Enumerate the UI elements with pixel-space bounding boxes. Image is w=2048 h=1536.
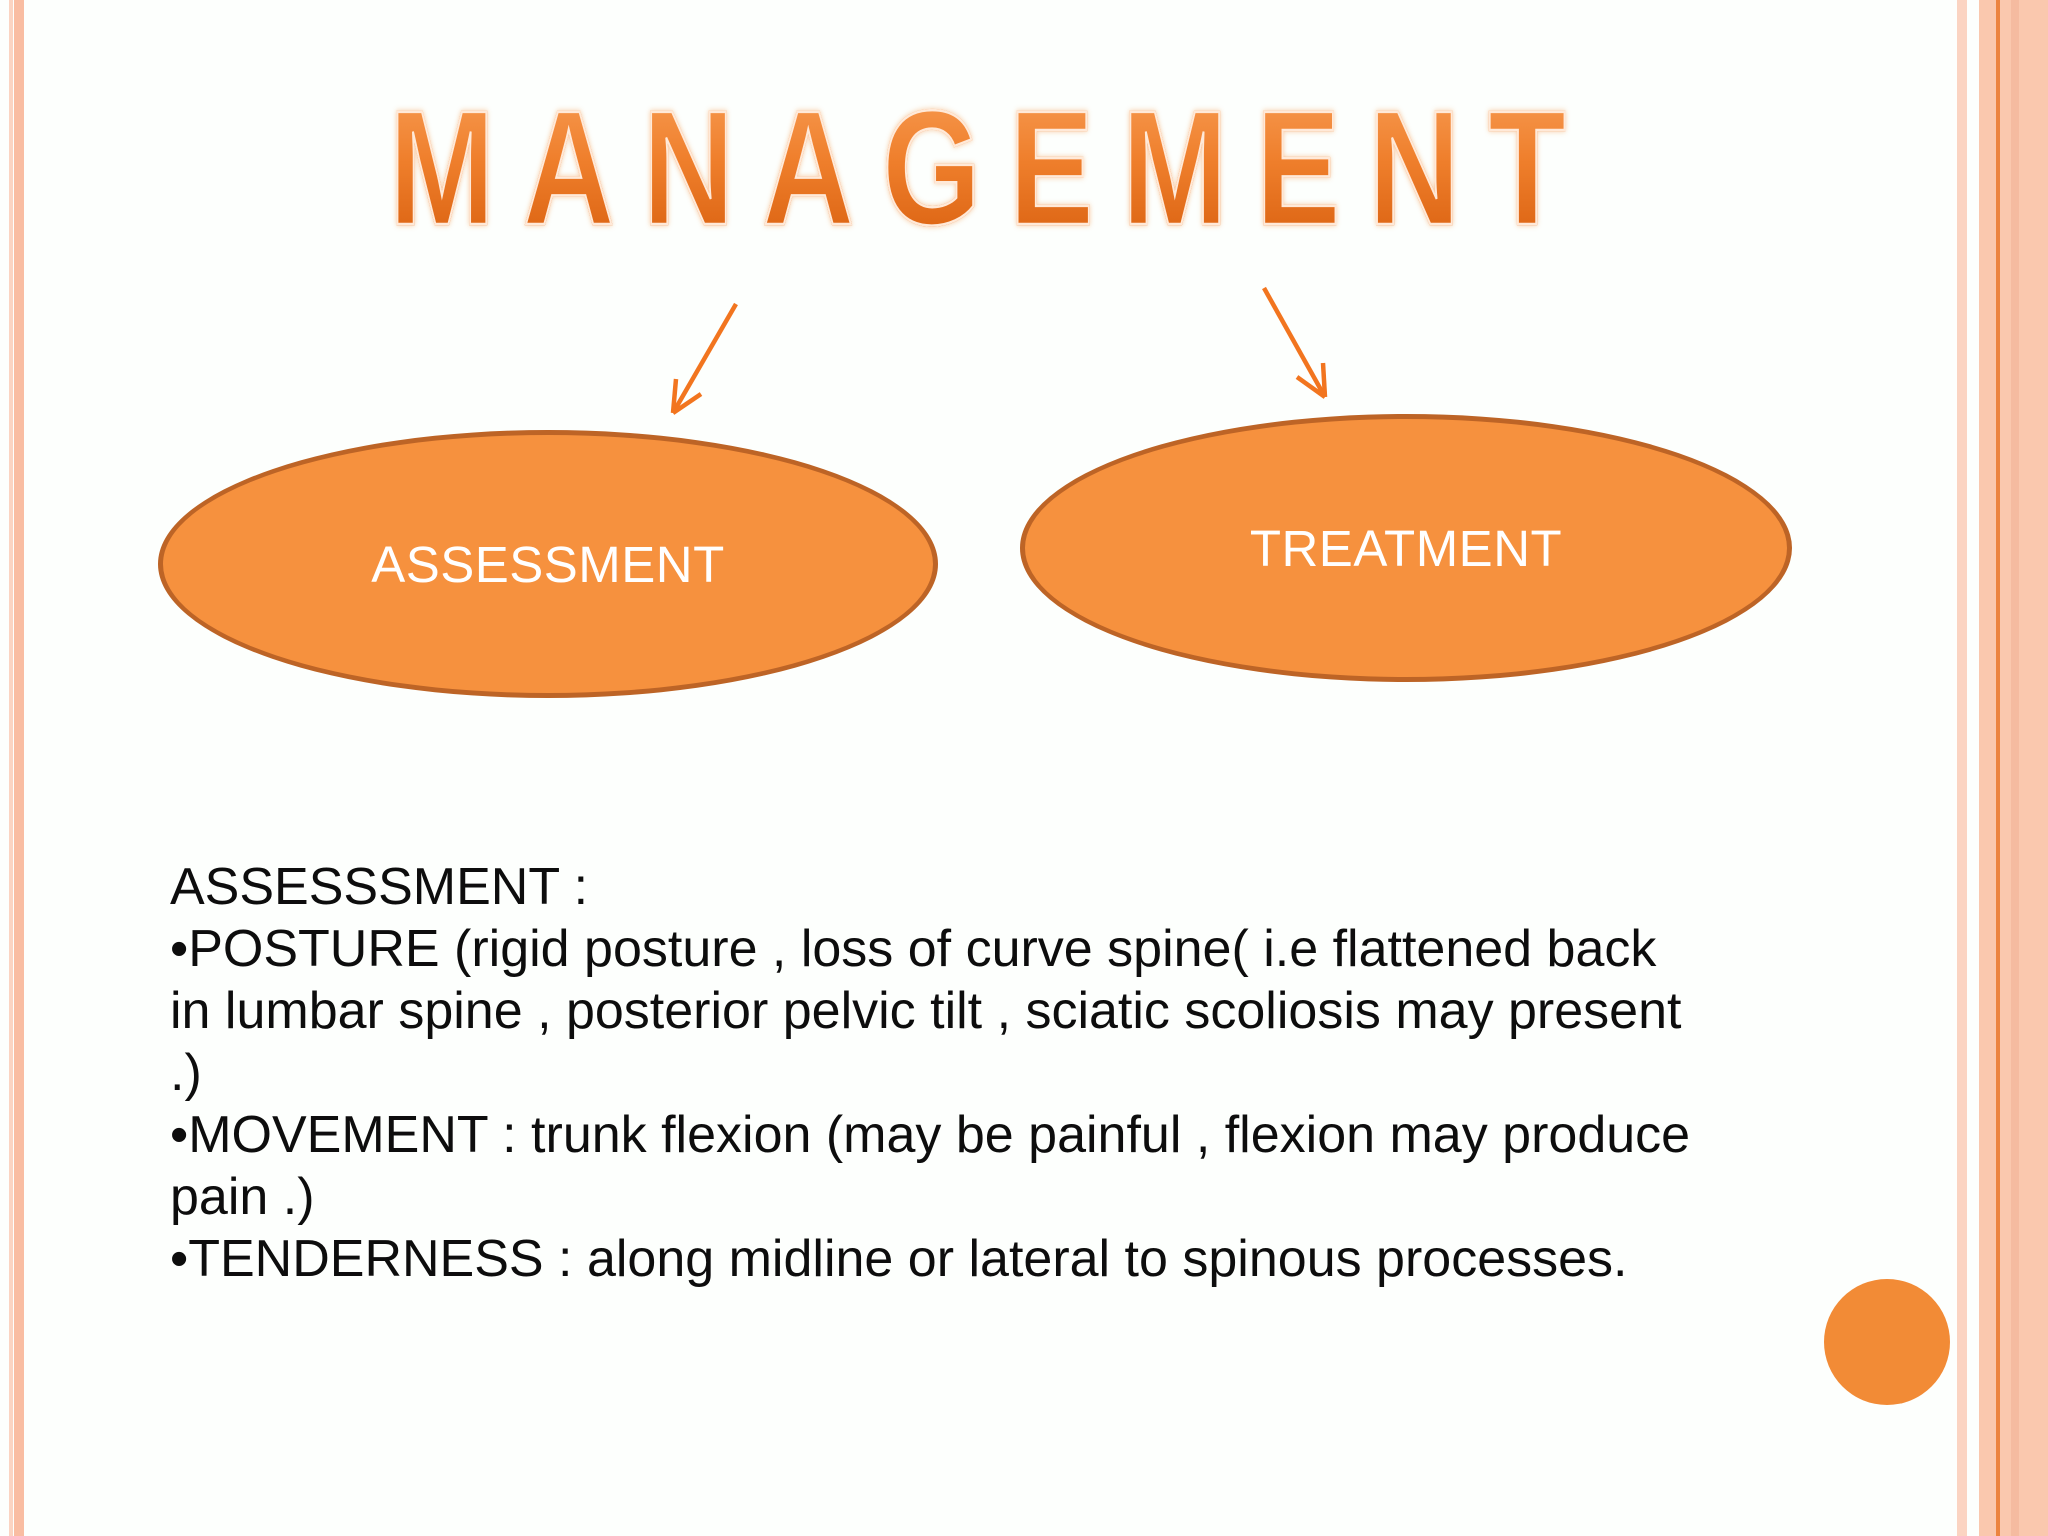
assessment-ellipse-label: ASSESSMENT <box>371 535 725 593</box>
treatment-ellipse: TREATMENT <box>1020 414 1792 682</box>
body-text-line: •TENDERNESS : along midline or lateral t… <box>170 1230 1628 1288</box>
page-border-right-band <box>1979 0 2048 1536</box>
body-text-block: ASSESSSMENT : •POSTURE (rigid posture , … <box>170 856 1730 1290</box>
page-border-right-shade-stripe <box>2011 0 2019 1536</box>
body-text-line: in lumbar spine , posterior pelvic tilt … <box>170 982 1682 1040</box>
arrow-down-left-icon <box>670 302 738 415</box>
body-text-line: •POSTURE (rigid posture , loss of curve … <box>170 920 1657 978</box>
page-border-right-thin-stripe <box>1957 0 1967 1536</box>
decorative-circle <box>1824 1279 1950 1405</box>
body-text-line: .) <box>170 1044 202 1102</box>
body-text-line: pain .) <box>170 1168 315 1226</box>
treatment-ellipse-label: TREATMENT <box>1249 519 1563 577</box>
page-border-right-accent-line <box>1996 0 2000 1536</box>
page-border-left-thin-stripe <box>9 0 13 1536</box>
slide-title: MANAGEMENT <box>388 75 1594 259</box>
arrow-down-right-icon <box>1262 286 1328 399</box>
slide-title-area: MANAGEMENT <box>24 62 1958 272</box>
page-border-left-thick-stripe <box>14 0 24 1536</box>
assessment-ellipse: ASSESSMENT <box>158 430 938 698</box>
body-text-line: ASSESSSMENT : <box>170 858 589 916</box>
body-text-line: •MOVEMENT : trunk flexion (may be painfu… <box>170 1106 1691 1164</box>
